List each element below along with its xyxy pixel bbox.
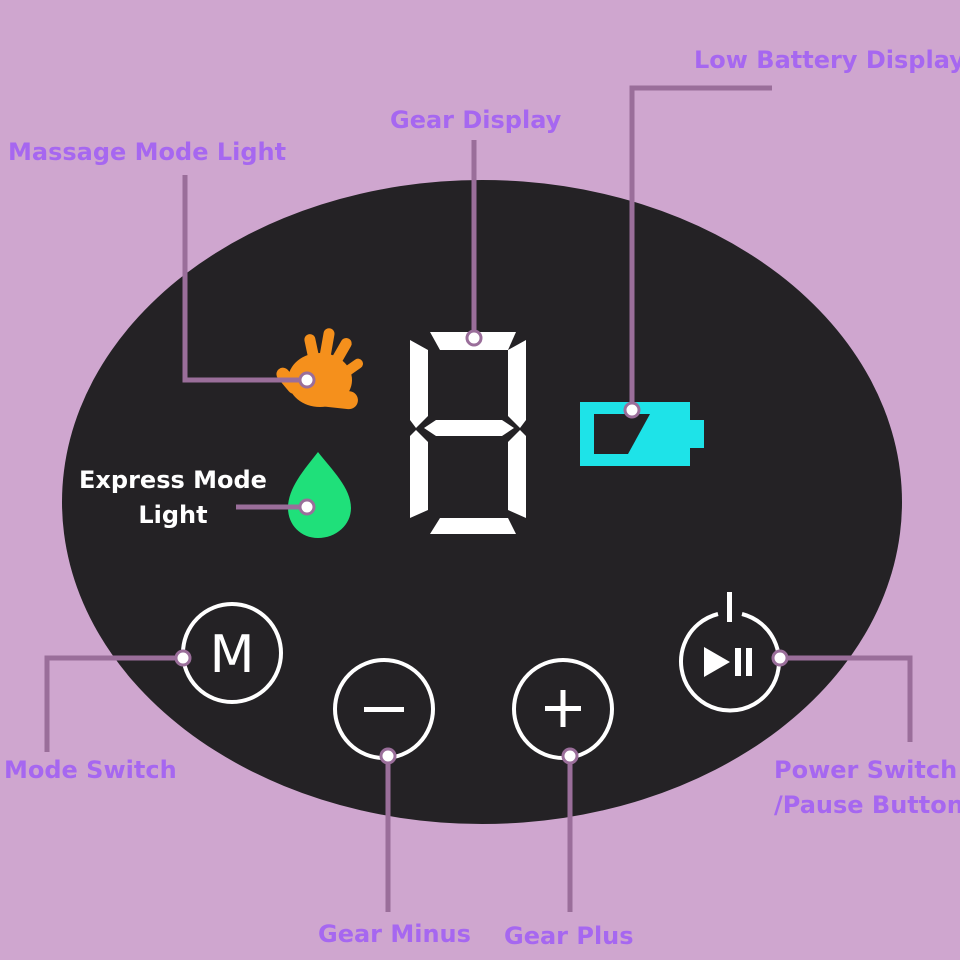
mode-switch-button[interactable]: M [181, 602, 283, 704]
droplet-icon [288, 452, 351, 538]
plus-icon [545, 690, 581, 727]
power-switch-label-line1: Power Switch [774, 756, 958, 784]
mode-button-glyph: M [210, 625, 255, 685]
minus-icon [364, 707, 404, 712]
massage-mode-light-label: Massage Mode Light [8, 138, 287, 166]
mode-switch-label: Mode Switch [4, 756, 177, 784]
leader-dots [174, 329, 789, 765]
gear-display-label: Gear Display [390, 106, 562, 134]
low-battery-icon [580, 402, 704, 466]
express-mode-light-label: Express Mode Light [78, 466, 268, 530]
control-panel [62, 180, 902, 824]
express-mode-light-label-line2: Light [138, 500, 208, 529]
hand-icon [276, 328, 364, 410]
leader-lines [44, 85, 913, 912]
express-mode-light-label-line1: Express Mode [79, 466, 267, 494]
gear-display-digit [410, 332, 526, 534]
gear-minus-label: Gear Minus [318, 920, 471, 948]
power-switch-label-line2: /Pause Button [774, 790, 960, 819]
gear-plus-label: Gear Plus [504, 922, 634, 950]
power-switch-label: Power Switch /Pause Button [774, 756, 960, 820]
low-battery-display-label: Low Battery Display [694, 46, 960, 74]
power-switch-pause-button[interactable] [679, 592, 781, 713]
play-pause-icon [704, 647, 752, 677]
